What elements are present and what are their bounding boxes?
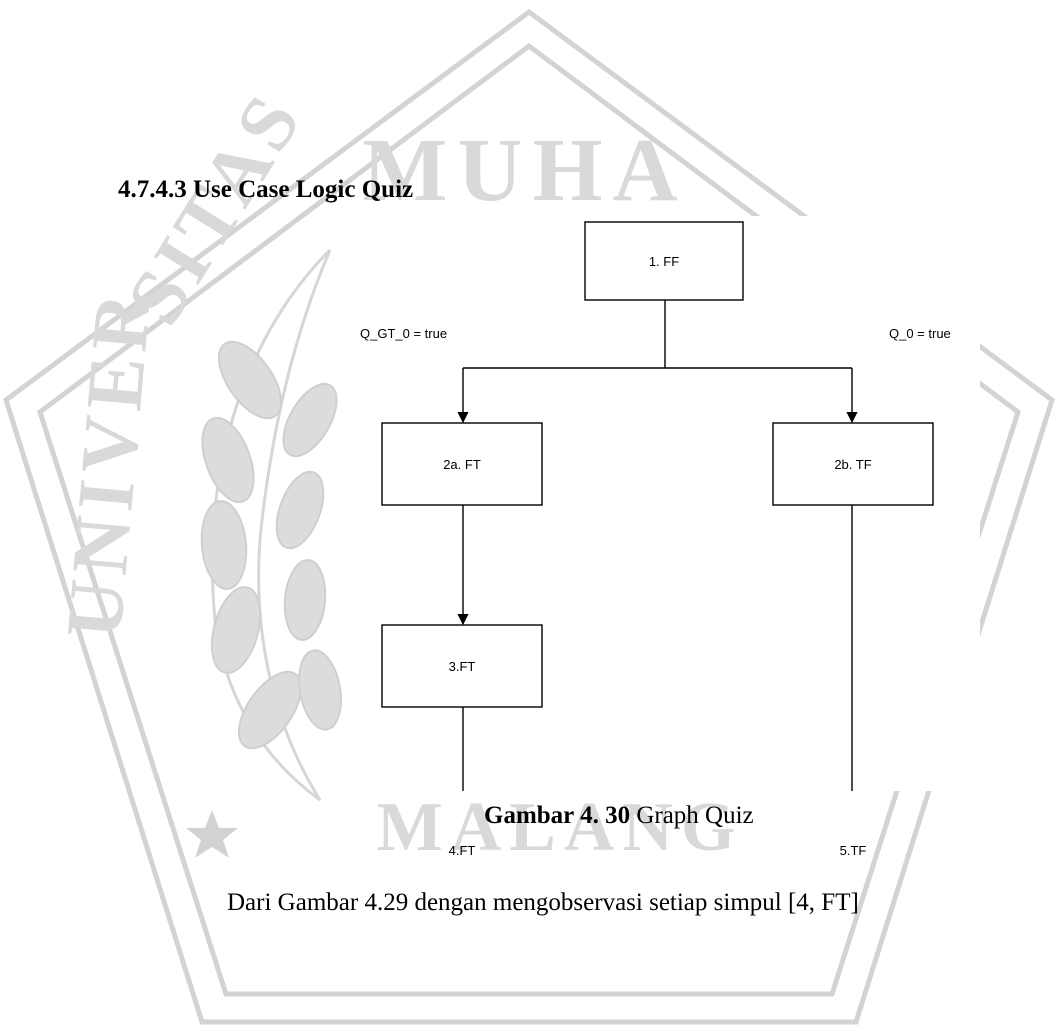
body-paragraph: Dari Gambar 4.29 dengan mengobservasi se… <box>227 889 859 916</box>
node-label: 4.FT <box>449 843 476 858</box>
figure-caption: Gambar 4. 30 Graph Quiz <box>484 802 754 830</box>
node-label: 2a. FT <box>443 457 481 472</box>
figure-caption-text: Graph Quiz <box>630 802 754 829</box>
edge-condition-label: Q_GT_0 = true <box>360 326 447 341</box>
node-2b-box <box>772 422 934 506</box>
figure-caption-label: Gambar 4. 30 <box>484 802 631 829</box>
node-1-box <box>584 221 744 301</box>
node-label: 2b. TF <box>834 457 871 472</box>
graph-lower-nodes: 4.FT 5.TF <box>449 843 867 858</box>
svg-text:MALANG: MALANG <box>377 789 744 866</box>
node-2a-box <box>381 422 543 506</box>
node-label: 1. FF <box>649 254 679 269</box>
star-icon <box>186 810 238 858</box>
node-label: 5.TF <box>840 843 867 858</box>
svg-text:UNIVER: UNIVER <box>50 284 168 642</box>
node-label: 3.FT <box>449 659 476 674</box>
svg-text:MUHA: MUHA <box>363 121 688 220</box>
node-3-box <box>381 624 543 708</box>
section-heading: 4.7.4.3 Use Case Logic Quiz <box>118 176 414 203</box>
edge-condition-label: Q_0 = true <box>889 326 951 341</box>
